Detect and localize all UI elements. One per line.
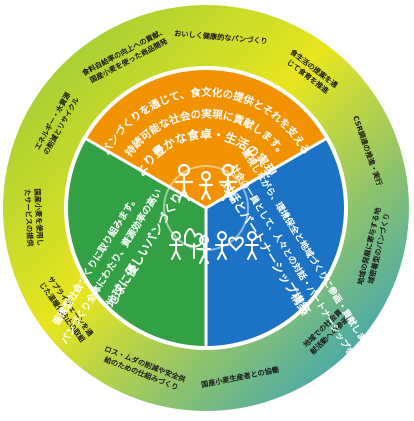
tree-people-icon [169, 228, 211, 264]
sector-divider-1 [84, 136, 207, 210]
sector-divider-2 [205, 136, 328, 210]
outer-ring-label: 国産小麦を使用し [33, 188, 45, 246]
people-heart-icon [215, 231, 259, 260]
sector-food-life [86, 70, 326, 208]
sector-dialogue-partnership [206, 139, 344, 346]
family-icon [174, 163, 238, 202]
sector-earth-friendly [68, 139, 206, 346]
outer-ring-label: たサービスの提供 [23, 189, 35, 248]
